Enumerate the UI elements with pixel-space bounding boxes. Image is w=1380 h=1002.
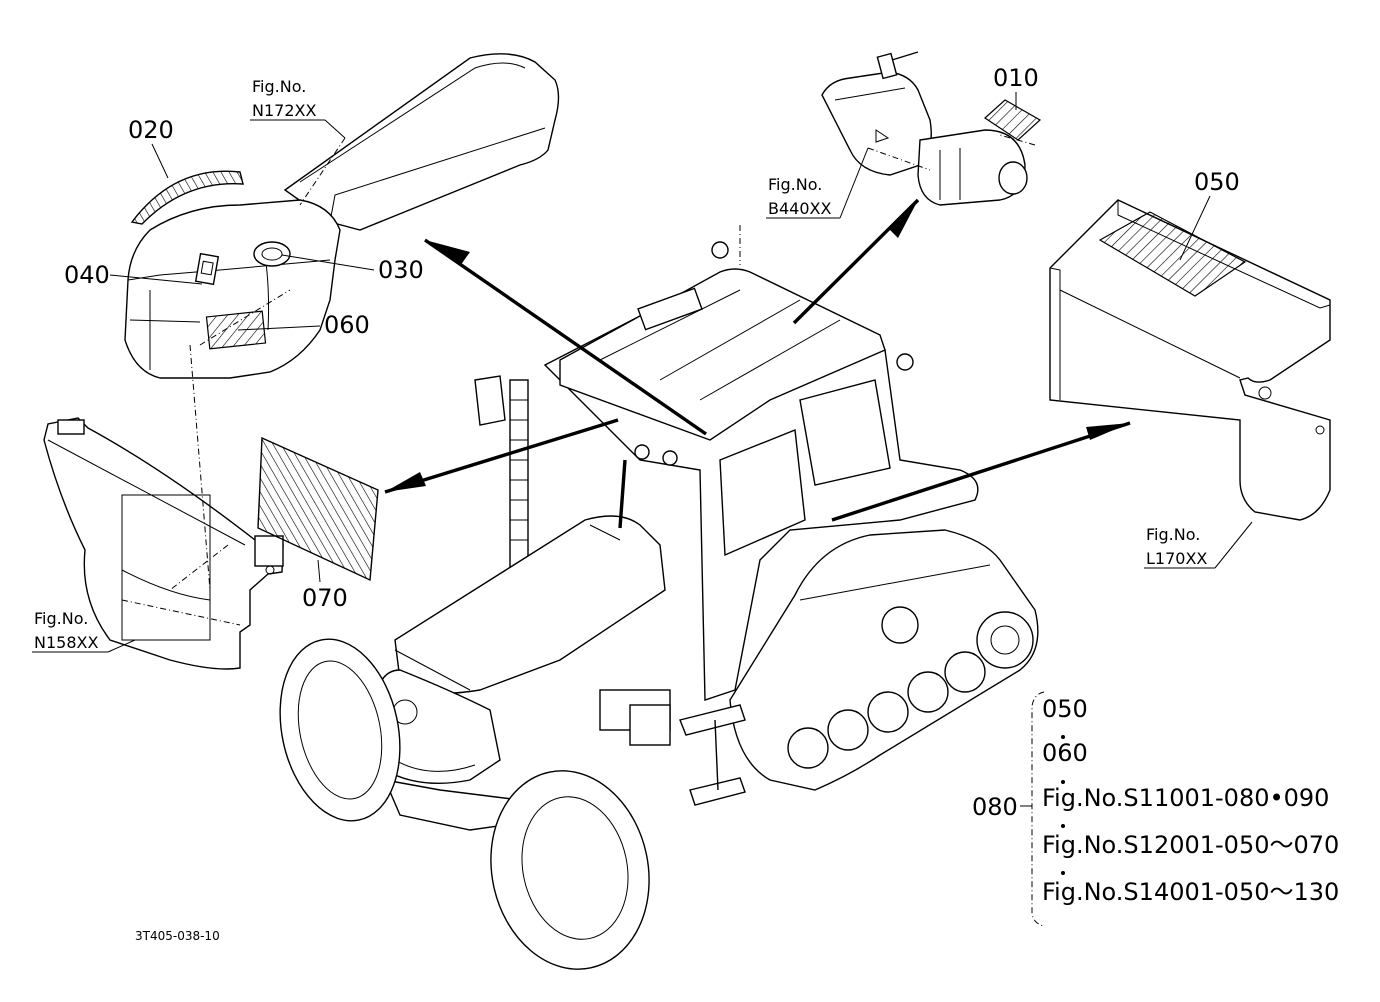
set-list-item-s11001: Fig.No.S11001-080•090 <box>1042 784 1329 812</box>
wiper-motor <box>821 51 1028 206</box>
set-list: 080 050 060 Fig.No.S11001-080•090 Fig.No… <box>972 691 1339 927</box>
side-cover-panel <box>1049 199 1331 521</box>
armrest-assembly <box>124 53 560 379</box>
set-list-item-060: 060 <box>1042 739 1088 767</box>
assembly-arrows <box>384 198 1131 529</box>
fig-ref-n172-prefix: Fig.No. <box>252 77 306 96</box>
set-list-item-s12001: Fig.No.S12001-050～070 <box>1042 831 1339 859</box>
part-label-070: 070 <box>302 584 348 612</box>
part-label-020: 020 <box>128 116 174 144</box>
fig-ref-n158-prefix: Fig.No. <box>34 609 88 628</box>
fig-ref-l170-prefix: Fig.No. <box>1146 525 1200 544</box>
fig-ref-l170-code: L170XX <box>1146 549 1207 568</box>
fig-ref-n172-code: N172XX <box>252 101 316 120</box>
fig-ref-n158-code: N158XX <box>34 633 98 652</box>
set-list-item-s14001: Fig.No.S14001-050～130 <box>1042 878 1339 906</box>
drawing-code: 3T405-038-10 <box>135 929 220 943</box>
part-label-010: 010 <box>993 64 1039 92</box>
part-label-050: 050 <box>1194 168 1240 196</box>
sun-visor <box>43 417 284 670</box>
tractor-illustration <box>279 241 1039 970</box>
fig-ref-b440-prefix: Fig.No. <box>768 175 822 194</box>
track-roller-wheels <box>787 606 1034 769</box>
fig-ref-b440-code: B440XX <box>768 199 831 218</box>
part-label-060: 060 <box>324 311 370 339</box>
part-label-030: 030 <box>378 256 424 284</box>
part-label-080: 080 <box>972 793 1018 821</box>
set-list-item-050: 050 <box>1042 695 1088 723</box>
part-label-040: 040 <box>64 261 110 289</box>
